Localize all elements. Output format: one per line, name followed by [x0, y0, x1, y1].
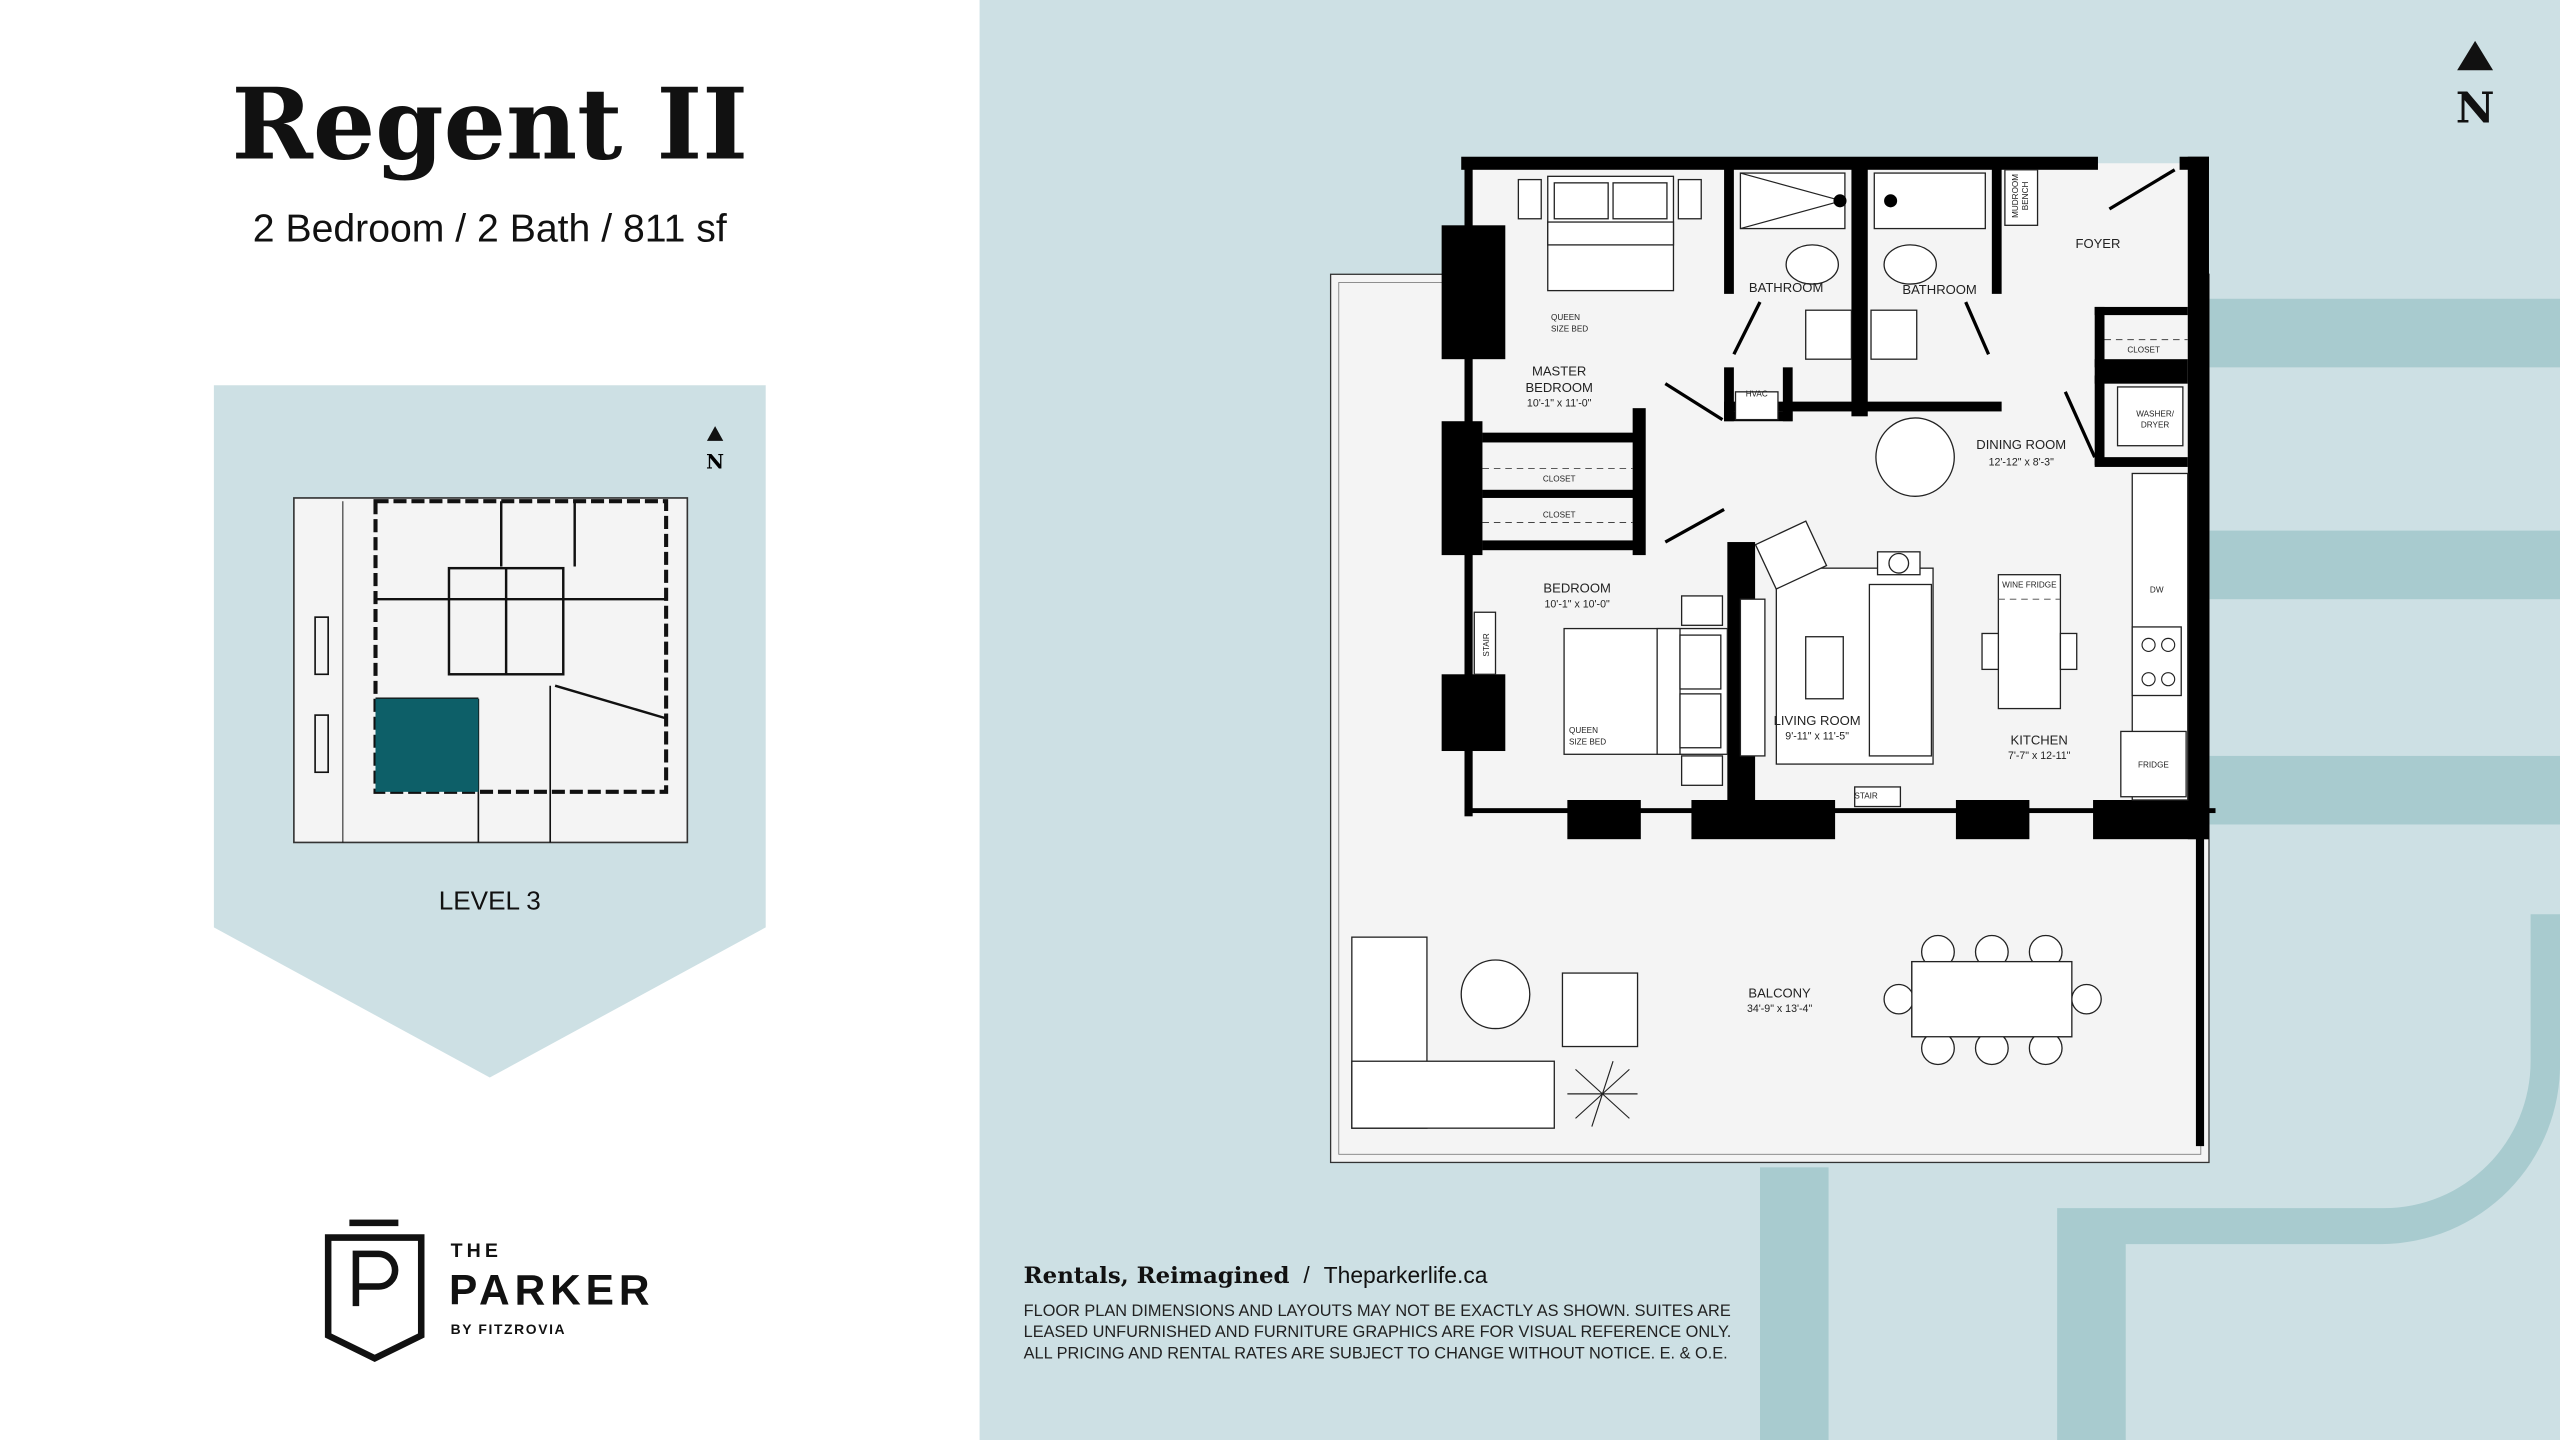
room-label-bedroom: BEDROOM	[1543, 581, 1610, 596]
washer-dryer-label: WASHER/	[2136, 409, 2174, 418]
room-dim-kitchen: 7'-7" x 12-11"	[2008, 750, 2071, 762]
walls	[1441, 156, 2216, 1147]
highlighted-unit	[375, 698, 479, 792]
room-label-dining-room: DINING ROOM	[1976, 437, 2066, 452]
disclaimer-line: LEASED UNFURNISHED AND FURNITURE GRAPHIC…	[1024, 1323, 1732, 1341]
closet-label: CLOSET	[1543, 475, 1576, 484]
room-label-master-bedroom: MASTER	[1532, 364, 1586, 379]
unit-subtitle: 2 Bedroom / 2 Bath / 811 sf	[253, 208, 727, 251]
queen-bed-label: QUEEN	[1551, 313, 1580, 322]
stair-label: STAIR	[1854, 791, 1878, 800]
mudroom-bench-label: MUDROOM	[2011, 174, 2020, 218]
doors	[1664, 168, 2176, 544]
the-parker-logo: THE PARKER BY FITZROVIA	[324, 1219, 654, 1363]
floor-plan: MASTER BEDROOM 10'-1" x 11'-0" BATHROOM …	[1329, 156, 2216, 1164]
queen-bed-label: QUEEN	[1569, 726, 1598, 735]
north-arrow-icon	[706, 426, 724, 441]
washer-dryer-label: DRYER	[2141, 421, 2170, 430]
level-label: LEVEL 3	[439, 885, 541, 915]
furniture	[1351, 169, 2189, 1129]
disclaimer-line: FLOOR PLAN DIMENSIONS AND LAYOUTS MAY NO…	[1024, 1302, 1731, 1320]
svg-text:PARKER: PARKER	[449, 1266, 654, 1313]
dishwasher-label: DW	[2150, 586, 2164, 595]
plan-north-arrow-icon	[2457, 40, 2494, 71]
website-link[interactable]: Theparkerlife.ca	[1324, 1262, 1488, 1288]
svg-text:THE: THE	[451, 1240, 502, 1262]
room-dim-living-room: 9'-11" x 11'-5"	[1785, 731, 1849, 743]
unit-title: Regent II	[231, 67, 748, 182]
room-label-master-bedroom: BEDROOM	[1525, 380, 1592, 395]
footer: Rentals, Reimagined / Theparkerlife.ca F…	[1024, 1262, 1732, 1362]
fridge-label: FRIDGE	[2138, 760, 2169, 769]
room-dim-dining-room: 12'-12" x 8'-3"	[1989, 456, 2054, 468]
key-plan: N LEVEL 3	[213, 385, 766, 1078]
svg-text:BY FITZROVIA: BY FITZROVIA	[451, 1321, 567, 1337]
wine-fridge-label: WINE FRIDGE	[2002, 581, 2057, 590]
building-outline	[293, 497, 689, 844]
mudroom-bench-label: BENCH	[2021, 182, 2030, 211]
svg-text:Rentals, Reimagined /: Rentals, Reimagined / Theparkerlife.ca	[1024, 1262, 1488, 1289]
room-label-balcony: BALCONY	[1748, 986, 1811, 1001]
queen-bed-label: SIZE BED	[1551, 324, 1588, 333]
separator: /	[1303, 1262, 1310, 1288]
room-dim-bedroom: 10'-1" x 10'-0"	[1545, 598, 1610, 610]
closet-label: CLOSET	[1543, 511, 1576, 520]
decorative-p-shape	[1760, 298, 2560, 1440]
plan-north-label: N	[2456, 83, 2495, 133]
room-label-kitchen: KITCHEN	[2011, 732, 2068, 747]
disclaimer-line: ALL PRICING AND RENTAL RATES ARE SUBJECT…	[1024, 1344, 1728, 1362]
queen-bed-label: SIZE BED	[1569, 737, 1606, 746]
key-plan-north-label: N	[706, 451, 724, 474]
room-label-foyer: FOYER	[2075, 236, 2120, 251]
room-dim-master-bedroom: 10'-1" x 11'-0"	[1527, 398, 1592, 410]
room-label-bathroom: BATHROOM	[1902, 282, 1976, 297]
room-dim-balcony: 34'-9" x 13'-4"	[1747, 1003, 1812, 1015]
stair-label: STAIR	[1482, 633, 1491, 657]
foyer-closet-label: CLOSET	[2127, 346, 2160, 355]
hvac-label: HVAC	[1746, 390, 1768, 399]
room-label-bathroom: BATHROOM	[1749, 280, 1823, 295]
tagline: Rentals, Reimagined	[1024, 1263, 1290, 1289]
room-label-living-room: LIVING ROOM	[1774, 713, 1861, 728]
